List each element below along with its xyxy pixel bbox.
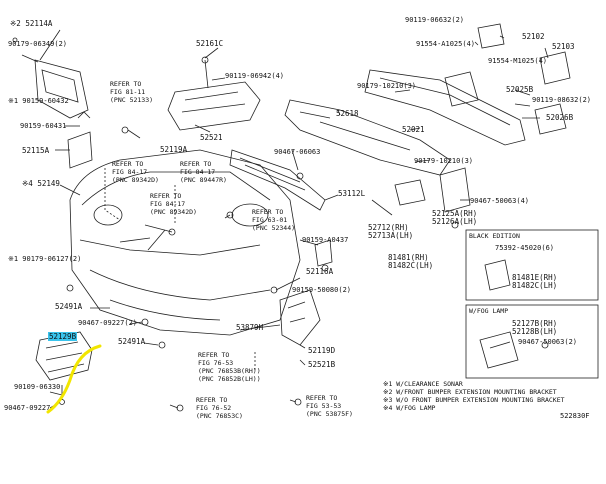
- label-90159-50080: 90159-50080(2): [292, 286, 352, 294]
- refer-note-6: REFER TO FIG 76-53 (PNC 76853B(RH)) (PNC…: [198, 351, 261, 383]
- label-81481e: 81481E(RH) 81482C(LH): [512, 273, 558, 290]
- refer-note-8: REFER TO FIG 53-53 (PNC 53875F): [306, 394, 353, 418]
- refer-note-4: REFER TO FIG 84-17 (PNC 89342D): [150, 192, 197, 216]
- label-90119-06942: 90119-06942(4): [225, 72, 285, 80]
- label-90179-06349: 90179-06349(2): [8, 40, 68, 48]
- bracket-52129b: [35, 331, 93, 381]
- label-90179-10210b: 90179-10210(3): [414, 157, 474, 165]
- bracket-52102: [477, 23, 505, 49]
- refer-note-7: REFER TO FIG 76-52 (PNC 76853C): [196, 396, 243, 420]
- highlighted-part-number: 52129B: [48, 332, 78, 341]
- label-52114a: ※2 52114A: [10, 19, 53, 28]
- bracket-52026b: [534, 103, 567, 135]
- label-90119-08632: 90119-08632(2): [532, 96, 592, 104]
- footnote-legend: ※1 W/CLEARANCE SONAR ※2 W/FRONT BUMPER E…: [383, 380, 565, 412]
- label-75392: 75392-45020(6): [495, 244, 555, 252]
- bracket-52114a: [34, 59, 89, 119]
- label-52127b: 52127B(RH) 52128B(LH): [512, 319, 558, 336]
- label-81481: 81481(RH) 81482C(LH): [388, 253, 434, 270]
- refer-note-1: REFER TO FIG 81-11 (PNC 52133): [110, 80, 154, 104]
- label-53879h: 53879H: [236, 323, 264, 332]
- reinforcement-52021: [364, 69, 526, 146]
- label-52491a: 52491A: [55, 302, 83, 311]
- label-52119d: 52119D: [308, 346, 336, 355]
- label-90159-60432: ※1 90159-60432: [8, 97, 69, 105]
- annotation-curve: [46, 344, 102, 414]
- label-90467-50063: 90467-50063(4): [470, 197, 530, 205]
- label-52149: ※4 52149: [22, 179, 60, 188]
- label-90119-06632-top: 90119-06632(2): [405, 16, 465, 24]
- bracket-52025b: [444, 71, 479, 107]
- diagram-code: 522830F: [560, 412, 590, 420]
- bracket-52712: [394, 179, 426, 206]
- label-91554-m1025: 91554-M1025(4): [488, 57, 548, 65]
- label-52521: 52521: [200, 133, 223, 142]
- label-90109-06330: 90109-06330: [14, 383, 61, 391]
- label-90179-10210: 90179-10210(3): [357, 82, 417, 90]
- label-52129b: 52129B: [48, 332, 78, 341]
- refer-note-2: REFER TO FIG 84-17 (PNC 89342D): [112, 160, 159, 184]
- label-52521b: 52521B: [308, 360, 336, 369]
- label-90467-09227b: 90467-09227: [4, 404, 51, 412]
- label-52026b: 52026B: [546, 113, 574, 122]
- label-52119a: 52119A: [160, 145, 188, 154]
- label-52116a: 52116A: [306, 267, 334, 276]
- fog-lamp-title: W/FOG LAMP: [469, 307, 509, 315]
- fog-cover-52127b: [479, 331, 519, 369]
- label-53112l: 53112L: [338, 189, 366, 198]
- label-90159-a0437: 90159-A0437: [302, 236, 349, 244]
- upper-retainer-52521: [167, 81, 261, 131]
- label-52491a-b: 52491A: [118, 337, 146, 346]
- bumper-cover: [69, 149, 301, 336]
- label-52103: 52103: [552, 42, 575, 51]
- black-edition-title: BLACK EDITION: [469, 232, 520, 240]
- label-90467-06063: 90467-06063: [274, 148, 321, 156]
- label-52115a: 52115A: [22, 146, 50, 155]
- label-52021: 52021: [402, 125, 425, 134]
- label-52712: 52712(RH) 52713A(LH): [368, 223, 414, 240]
- label-52125a: 52125A(RH) 52126A(LH): [432, 209, 478, 226]
- bracket-52103: [539, 51, 571, 85]
- legend-item: ※2 W/FRONT BUMPER EXTENSION MOUNTING BRA…: [383, 388, 557, 396]
- refer-note-3: REFER TO FIG 84-17 (PNC 89447R): [180, 160, 227, 184]
- label-52161c: 52161C: [196, 39, 224, 48]
- label-90179-06127: ※1 90179-06127(2): [8, 255, 82, 263]
- label-52102: 52102: [522, 32, 545, 41]
- seal-53879h: [279, 289, 321, 346]
- refer-note-5: REFER TO FIG 63-01 (PNC 52344): [252, 208, 296, 232]
- label-90467-09227: 90467-09227(2): [78, 319, 138, 327]
- label-52618: 52618: [336, 109, 359, 118]
- label-52025b: 52025B: [506, 85, 534, 94]
- black-edition-box: [465, 229, 599, 301]
- bracket-52115a: [67, 131, 93, 169]
- lower-grille-53112: [229, 149, 326, 211]
- legend-item: ※1 W/CLEARANCE SONAR: [383, 380, 463, 388]
- legend-item: ※4 W/FOG LAMP: [383, 404, 436, 412]
- fog-lamp-box: [465, 304, 599, 379]
- legend-item: ※3 W/O FRONT BUMPER EXTENSION MOUNTING B…: [383, 396, 565, 404]
- label-91554-a1025: 91554-A1025(4): [416, 40, 476, 48]
- cover-81481e: [484, 259, 511, 291]
- side-retainer-52125a: [439, 167, 471, 213]
- label-90159-60431: 90159-60431: [20, 122, 67, 130]
- label-90467-50063b: 90467-50063(2): [518, 338, 578, 346]
- bracket-52116a: [314, 239, 333, 267]
